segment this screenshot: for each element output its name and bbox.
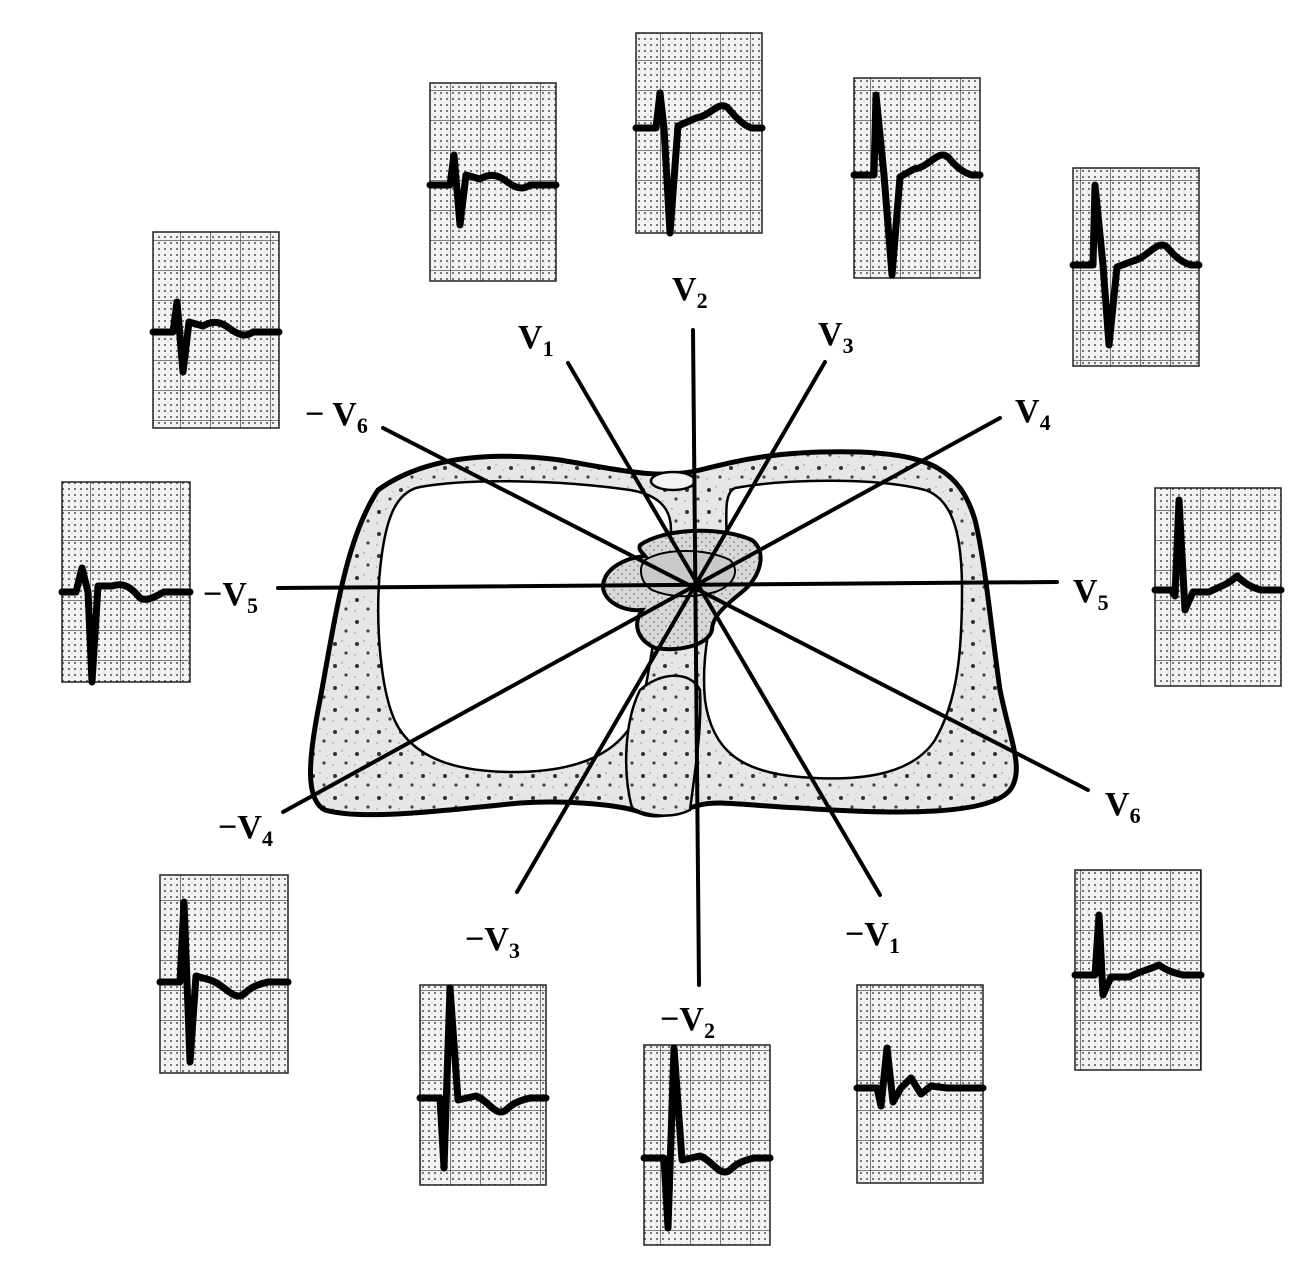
lead-letter: V [222,576,247,613]
lead-letter: V [332,396,357,433]
ecg-panel-V2 [632,32,766,237]
lead-subscript: 3 [843,333,854,358]
lead-label-V3: V3 [818,316,854,358]
ecg-trace-V3 [850,91,984,279]
ecg-trace-V1 [426,151,560,229]
lead-letter: V [484,921,509,958]
lead-subscript: 4 [1040,410,1051,435]
lead-label-nV6: − V6 [305,396,368,438]
lead-subscript: 5 [1098,590,1109,615]
lead-subscript: 1 [543,336,554,361]
ecg-panel-V3 [850,77,984,279]
lead-subscript: 6 [1130,803,1141,828]
lead-label-V1: V1 [518,319,554,361]
lead-label-nV4: −V4 [218,809,273,851]
lead-sign: − [660,1001,679,1038]
lead-label-V4: V4 [1015,393,1051,435]
ecg-panel-nV3 [416,984,550,1186]
lead-subscript: 2 [697,288,708,313]
ecg-panel-nV6 [149,231,283,429]
lead-subscript: 5 [247,593,258,618]
lead-letter: V [1105,786,1130,823]
lead-subscript: 3 [509,938,520,963]
ecg-panel-V6 [1071,869,1205,1071]
ecg-grid-V2 [635,32,763,234]
lead-label-nV3: −V3 [465,921,520,963]
thorax-cross-section [308,449,1019,818]
ecg-panel-nV5 [58,481,194,686]
lead-subscript: 1 [889,933,900,958]
ecg-trace-V6 [1071,911,1205,999]
V3-axis-line [515,360,827,894]
ecg-panel-nV4 [156,874,292,1074]
ecg-trace-V4 [1069,181,1203,349]
ecg-trace-nV4 [156,898,292,1066]
lead-label-V5: V5 [1073,573,1109,615]
lead-letter: V [518,319,543,356]
lead-label-V6: V6 [1105,786,1141,828]
lead-label-V2: V2 [672,271,708,313]
right-lung [702,479,964,780]
V5-axis-line [276,580,1059,590]
ecg-panel-nV1 [853,984,987,1184]
lead-subscript: 6 [357,413,368,438]
ecg-trace-V5 [1151,496,1285,614]
lead-subscript: 4 [262,826,273,851]
ecg-grid-nV2 [643,1044,771,1246]
lead-letter: V [672,271,697,308]
ecg-trace-V2 [632,89,766,237]
lead-sign: − [218,809,237,846]
ecg-panel-V4 [1069,167,1203,367]
sternum [649,470,697,492]
lead-label-nV2: −V2 [660,1001,715,1043]
lead-sign: − [845,916,864,953]
ecg-trace-nV1 [853,1044,987,1110]
left-lung [376,480,673,774]
lead-label-nV5: −V5 [203,576,258,618]
lead-sign: − [465,921,484,958]
ecg-trace-nV3 [416,984,550,1172]
ecg-grid-nV3 [419,984,547,1186]
lead-letter: V [1073,573,1098,610]
ecg-panel-nV2 [640,1044,774,1246]
lead-axis-lines [276,328,1090,987]
ecg-panel-V1 [426,82,560,282]
V4-axis-line [281,416,1002,814]
lead-label-nV1: −V1 [845,916,900,958]
V6-axis-line [381,426,1090,792]
V2-axis-line [691,328,701,987]
ecg-trace-nV2 [640,1044,774,1232]
lead-letter: V [818,316,843,353]
ecg-trace-nV6 [149,298,283,376]
ecg-trace-nV5 [58,564,194,686]
ecg-panel-V5 [1151,487,1285,687]
lead-letter: V [864,916,889,953]
lead-subscript: 2 [704,1018,715,1043]
lead-letter: V [1015,393,1040,430]
lead-sign: − [305,396,332,433]
lead-letter: V [679,1001,704,1038]
ecg-tracings [58,32,1285,1246]
lead-sign: − [203,576,222,613]
spine [624,674,702,817]
ecg-grid-nV1 [856,984,984,1184]
V1-axis-line [566,361,882,897]
lead-letter: V [237,809,262,846]
